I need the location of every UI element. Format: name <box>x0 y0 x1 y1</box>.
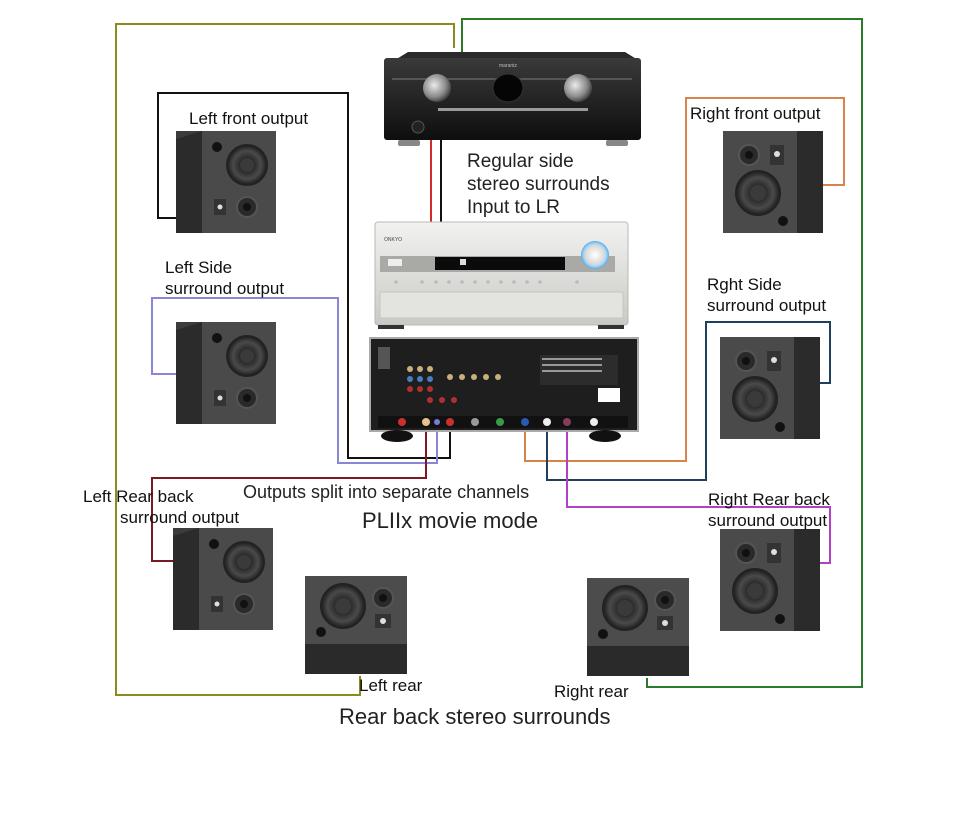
label-right-rear-back-line2: surround output <box>708 511 828 530</box>
av-receiver-back-panel <box>369 337 639 442</box>
preamp-left-knob <box>423 74 451 102</box>
wire-left-rear-back <box>151 425 427 562</box>
label-left-side-line2: surround output <box>165 279 285 298</box>
wire-left-front <box>157 92 451 459</box>
label-left-rear-back-line2: surround output <box>120 508 240 527</box>
volume-knob <box>581 241 609 269</box>
wire-right-rear-back <box>566 425 831 564</box>
note-outputs-split: Outputs split into separate channels <box>243 482 530 502</box>
note-mode: PLIIx movie mode <box>362 508 539 533</box>
label-right-front: Right front output <box>690 104 821 123</box>
label-right-side-line1: Rght Side <box>707 275 782 294</box>
preamp-display <box>492 73 524 103</box>
speaker-left-rear-back <box>172 527 274 631</box>
label-left-side-line1: Left Side <box>165 258 233 277</box>
preamp-right-knob <box>564 74 592 102</box>
svg-text:ONKYO: ONKYO <box>384 237 402 243</box>
speaker-right-front <box>722 130 824 234</box>
speaker-right-rear <box>586 577 690 677</box>
wire-left-rear <box>115 23 455 696</box>
note-regular-side-line1: Regular side <box>467 151 574 172</box>
wire-right-rear <box>461 18 863 688</box>
diagram-title: Rear back stereo surrounds <box>339 704 611 729</box>
speaker-right-side <box>719 336 821 440</box>
speaker-left-rear <box>304 575 408 675</box>
av-receiver-front: ONKYO <box>374 221 629 329</box>
preamp-processor: marantz <box>384 52 641 146</box>
label-right-rear: Right rear <box>554 682 629 701</box>
note-regular-side-line3: Input to LR <box>467 197 560 218</box>
label-left-front: Left front output <box>189 109 309 128</box>
label-left-rear-back-line1: Left Rear back <box>83 487 194 506</box>
label-right-rear-back-line1: Right Rear back <box>708 490 830 509</box>
wire-right-side <box>546 321 831 481</box>
speaker-right-rear-back <box>719 528 821 632</box>
wire-right-front <box>524 97 845 462</box>
svg-text:marantz: marantz <box>499 63 518 69</box>
speaker-left-front <box>175 130 277 234</box>
note-regular-side-line2: stereo surrounds <box>467 174 610 195</box>
label-left-rear: Left rear <box>359 676 423 695</box>
label-right-side-line2: surround output <box>707 296 827 315</box>
speaker-left-side <box>175 321 277 425</box>
wire-left-side <box>151 297 438 464</box>
